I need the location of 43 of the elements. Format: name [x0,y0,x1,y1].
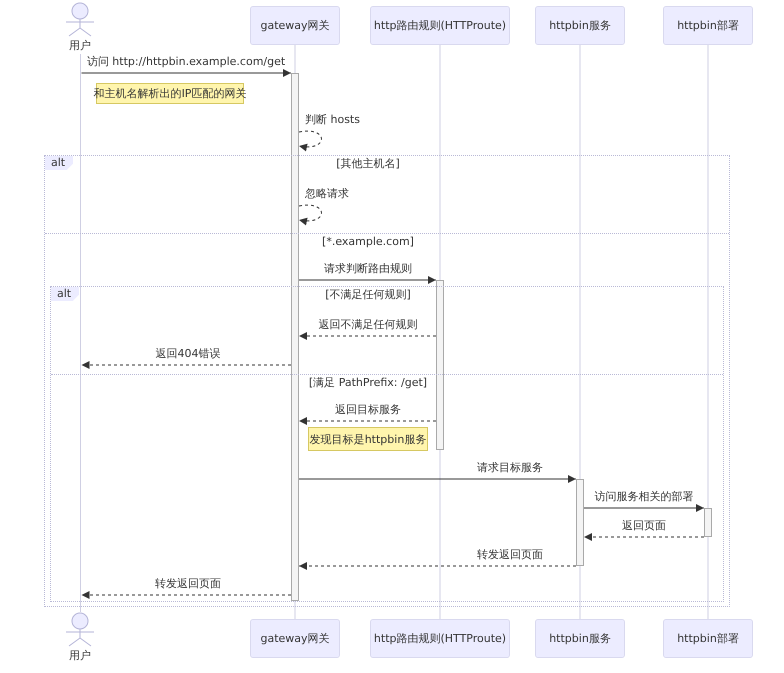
message-arrow [298,562,576,570]
message-label: 转发返回页面 [153,577,223,591]
message-label: 返回不满足任何规则 [316,318,420,332]
fragment-operator-tag: alt [45,156,73,170]
guard-condition: [满足 PathPrefix: /get] [308,376,428,390]
participant-box: httpbin部署 [663,619,753,658]
message-arrow [298,332,436,340]
message-label: 返回目标服务 [333,403,403,417]
participant-box: gateway网关 [250,619,340,658]
message-arrow [584,533,704,541]
participant-box: http路由规则(HTTProute) [370,619,510,658]
participant-box: httpbin服务 [535,6,625,45]
message-label: 转发返回页面 [475,548,545,562]
message-label: 返回404错误 [154,347,222,361]
participant-box: http路由规则(HTTProute) [370,6,510,45]
message-label: 忽略请求 [303,187,351,201]
fragment-operator-tag: alt [51,287,79,301]
message-arrow [81,361,292,369]
note: 和主机名解析出的IP匹配的网关 [96,83,244,104]
message-arrow [584,504,704,512]
actor-label: 用户 [69,39,91,53]
message-arrow [298,130,322,151]
message-arrow [298,276,436,284]
message-arrow [81,69,292,77]
message-label: 请求目标服务 [475,461,545,475]
actor-label: 用户 [69,649,91,663]
participant-box: httpbin部署 [663,6,753,45]
message-arrow [298,417,436,425]
participant-box: gateway网关 [250,6,340,45]
message-arrow [81,591,292,599]
message-label: 判断 hosts [303,113,362,127]
guard-condition: [*.example.com] [322,235,414,249]
message-label: 返回页面 [620,519,668,533]
guard-condition: [其他主机名] [336,157,400,171]
message-label: 访问服务相关的部署 [592,490,696,504]
lifeline [78,54,82,612]
message-label: 请求判断路由规则 [322,262,414,276]
participant-box: httpbin服务 [535,619,625,658]
message-label: 访问 http://httpbin.example.com/get [84,55,288,69]
note: 发现目标是httpbin服务 [308,427,428,451]
message-arrow [298,204,322,225]
message-arrow [298,475,576,483]
guard-condition: [不满足任何规则] [325,288,411,302]
